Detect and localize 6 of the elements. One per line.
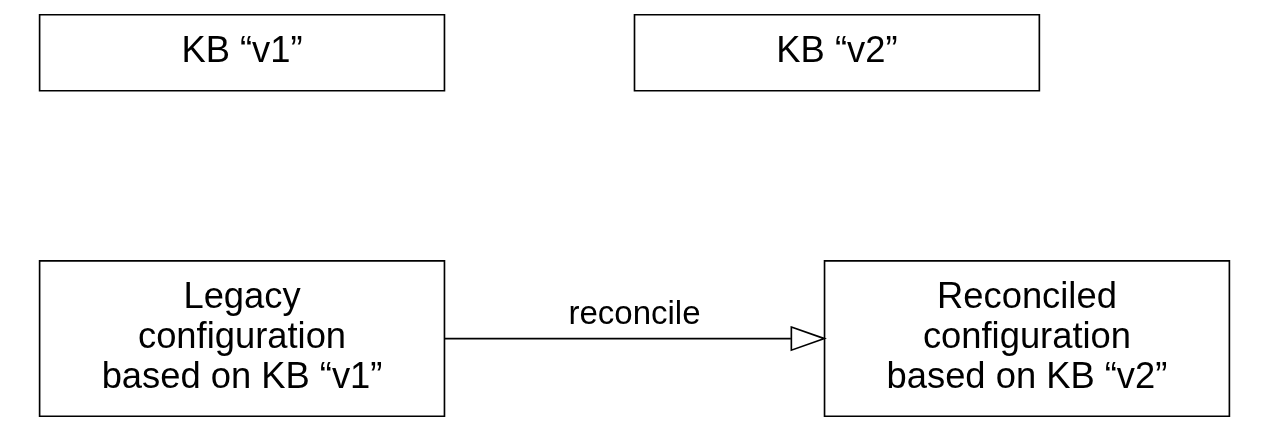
node-box: KB “v2” <box>633 13 1040 92</box>
arrow <box>443 325 827 352</box>
node-box: Legacy configuration based on KB “v1” <box>38 260 445 418</box>
edge-label: reconcile <box>567 293 701 331</box>
node-box: KB “v1” <box>38 13 445 92</box>
node-box: Reconciled configuration based on KB “v2” <box>823 260 1230 418</box>
